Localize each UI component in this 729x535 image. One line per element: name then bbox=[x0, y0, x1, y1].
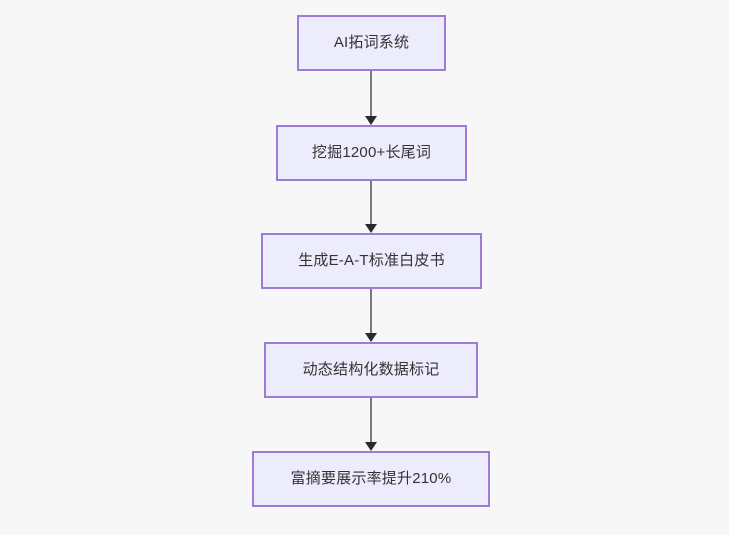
flow-node-label: 动态结构化数据标记 bbox=[302, 361, 440, 378]
arrowhead-icon bbox=[365, 333, 377, 342]
arrowhead-icon bbox=[365, 442, 377, 451]
flow-node-label: 富摘要展示率提升210% bbox=[290, 470, 452, 487]
flow-node-label: 挖掘1200+长尾词 bbox=[311, 144, 432, 161]
connector-line bbox=[370, 398, 372, 443]
flow-node-label: AI拓词系统 bbox=[333, 34, 410, 51]
flow-connector-3-to-4 bbox=[363, 289, 379, 342]
flow-node-generate-eat-whitepaper[interactable]: 生成E-A-T标准白皮书 bbox=[261, 233, 482, 289]
flow-node-mine-longtail-keywords[interactable]: 挖掘1200+长尾词 bbox=[276, 125, 467, 181]
flow-connector-4-to-5 bbox=[363, 398, 379, 451]
arrowhead-icon bbox=[365, 224, 377, 233]
connector-line bbox=[370, 71, 372, 117]
flow-node-dynamic-structured-data-markup[interactable]: 动态结构化数据标记 bbox=[264, 342, 478, 398]
flow-connector-1-to-2 bbox=[363, 71, 379, 125]
connector-line bbox=[370, 289, 372, 334]
arrowhead-icon bbox=[365, 116, 377, 125]
flow-node-label: 生成E-A-T标准白皮书 bbox=[298, 252, 445, 269]
flow-node-rich-snippet-impression-lift[interactable]: 富摘要展示率提升210% bbox=[252, 451, 490, 507]
flow-connector-2-to-3 bbox=[363, 181, 379, 233]
connector-line bbox=[370, 181, 372, 225]
flow-node-ai-keyword-system[interactable]: AI拓词系统 bbox=[297, 15, 446, 71]
